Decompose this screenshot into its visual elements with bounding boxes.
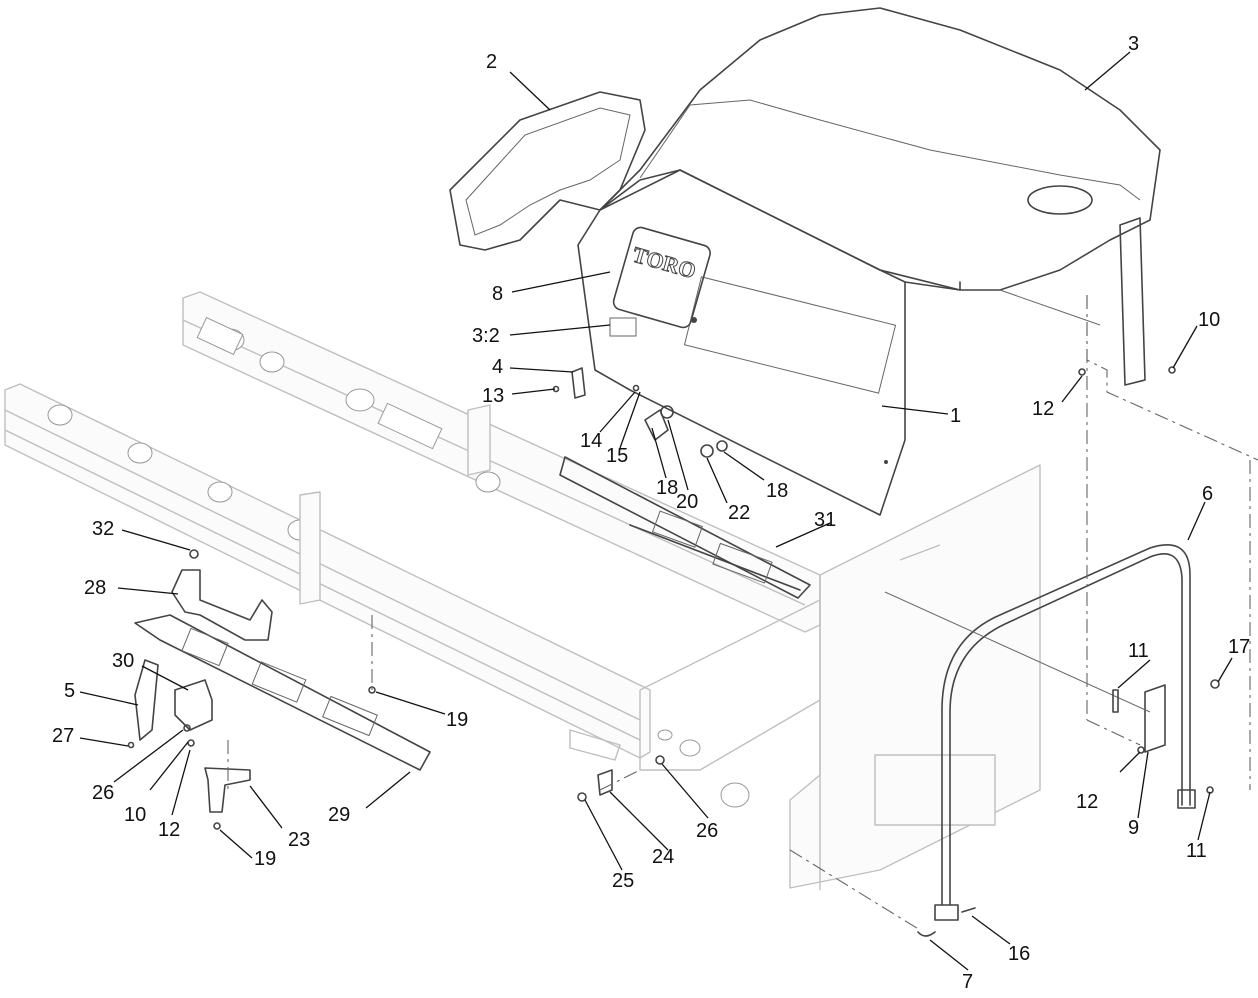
callout-22: 22	[728, 502, 750, 524]
callout-6: 6	[1202, 483, 1213, 505]
callout-8: 8	[492, 283, 503, 305]
callout-19-lower: 19	[254, 848, 276, 870]
hood-top-part-3	[599, 7, 1161, 386]
callout-28: 28	[84, 577, 106, 599]
callout-11-lower: 11	[1186, 840, 1207, 862]
callout-26-left: 26	[92, 782, 114, 804]
callout-25: 25	[612, 870, 634, 892]
hood-hardware	[552, 366, 1176, 458]
lower-hardware	[577, 755, 665, 802]
callout-7: 7	[962, 971, 973, 993]
callout-labels: 2 3 8 3:2 4 13 1 10 12 14 15 18 20 22 18…	[52, 33, 1250, 993]
callout-13: 13	[482, 385, 504, 407]
callout-3-2: 3:2	[472, 325, 500, 347]
callout-10-upper: 10	[1198, 309, 1220, 331]
callout-14: 14	[580, 430, 602, 452]
leader-lines	[79, 51, 1233, 971]
chassis-frame	[4, 291, 1041, 890]
callout-19-upper: 19	[446, 709, 468, 731]
roll-bar-part-6	[934, 544, 1196, 921]
callout-24: 24	[652, 846, 674, 868]
callout-2: 2	[486, 51, 497, 73]
pins-and-rods	[884, 591, 1220, 937]
center-bracket-part-31	[559, 456, 811, 599]
callout-31: 31	[814, 509, 836, 531]
callout-15: 15	[606, 445, 628, 467]
callout-17: 17	[1228, 636, 1250, 658]
callout-20: 20	[676, 491, 698, 513]
callout-32: 32	[92, 518, 114, 540]
callout-12-upper: 12	[1032, 398, 1054, 420]
callout-12-right: 12	[1076, 791, 1098, 813]
callout-18-left: 18	[656, 477, 678, 499]
side-panel-part-2	[449, 91, 646, 251]
callout-30: 30	[112, 650, 134, 672]
callout-5: 5	[64, 680, 75, 702]
center-lines	[227, 295, 1258, 931]
callout-4: 4	[492, 356, 503, 378]
callout-10-lower: 10	[124, 804, 146, 826]
toro-logo: TORO	[630, 242, 699, 284]
callout-12-left: 12	[158, 819, 180, 841]
callout-29: 29	[328, 804, 350, 826]
bracket-part-9	[1144, 684, 1166, 753]
callout-11-upper: 11	[1128, 640, 1149, 662]
callout-1: 1	[950, 405, 961, 427]
callout-26-right: 26	[696, 820, 718, 842]
callout-23: 23	[288, 829, 310, 851]
callout-16: 16	[1008, 943, 1030, 965]
callout-27: 27	[52, 725, 74, 747]
callout-9: 9	[1128, 817, 1139, 839]
callout-3: 3	[1128, 33, 1139, 55]
callout-18-right: 18	[766, 480, 788, 502]
